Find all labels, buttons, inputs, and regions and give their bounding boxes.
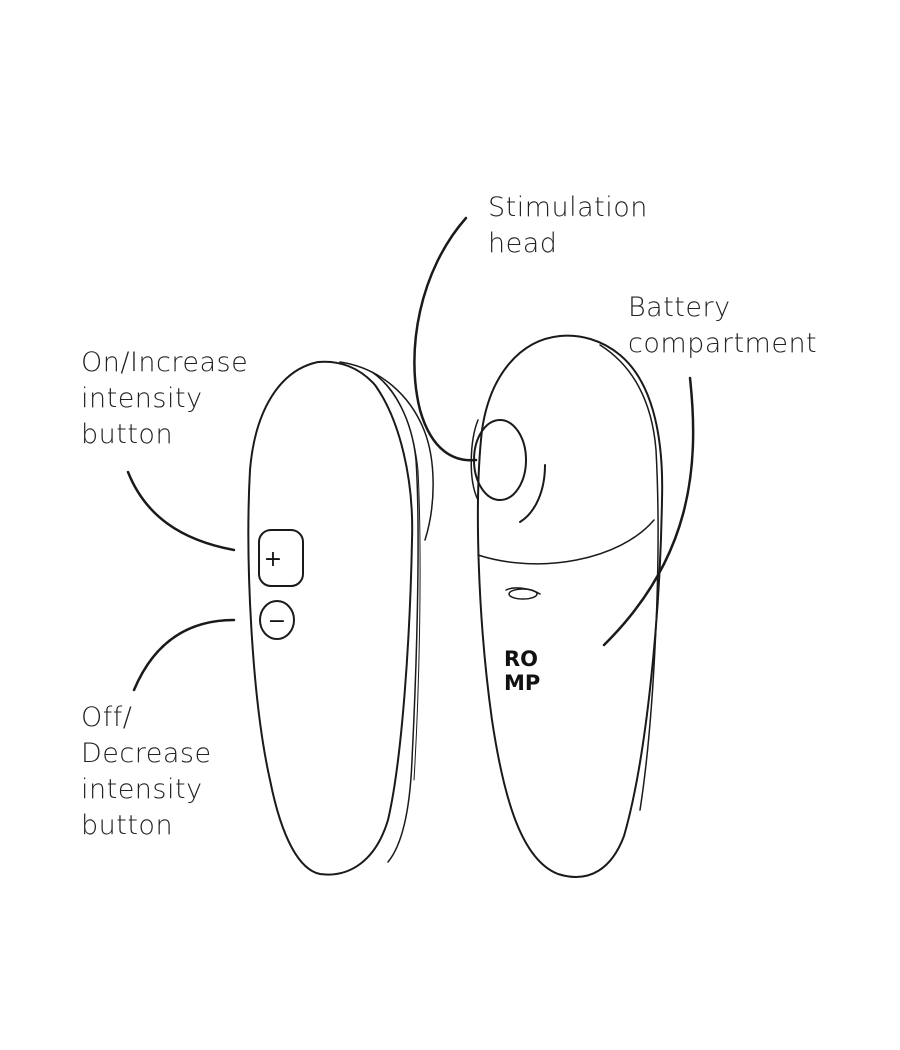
leader-line-on-increase	[126, 470, 236, 552]
minus-symbol: −	[268, 609, 286, 634]
label-stimulation-head: Stimulation head	[488, 192, 648, 259]
plus-symbol: +	[264, 547, 282, 572]
stimulation-head-outline	[473, 419, 527, 501]
brand-logo-line1: RO	[504, 647, 538, 671]
brand-logo-line2: MP	[504, 671, 540, 695]
leader-line-stimulation-head	[413, 216, 478, 462]
device-side-view	[126, 360, 434, 876]
decrease-button-outline	[259, 600, 295, 640]
label-battery-compartment: Battery compartment	[628, 292, 818, 359]
leader-line-off-decrease	[132, 618, 236, 692]
label-on-increase-intensity-button: On/Increase intensity button	[81, 347, 249, 450]
label-off-decrease-intensity-button: Off/ Decrease intensity button	[81, 702, 212, 841]
leader-line-battery	[602, 376, 695, 647]
increase-button-outline	[258, 529, 304, 587]
device-front-view	[413, 216, 695, 878]
